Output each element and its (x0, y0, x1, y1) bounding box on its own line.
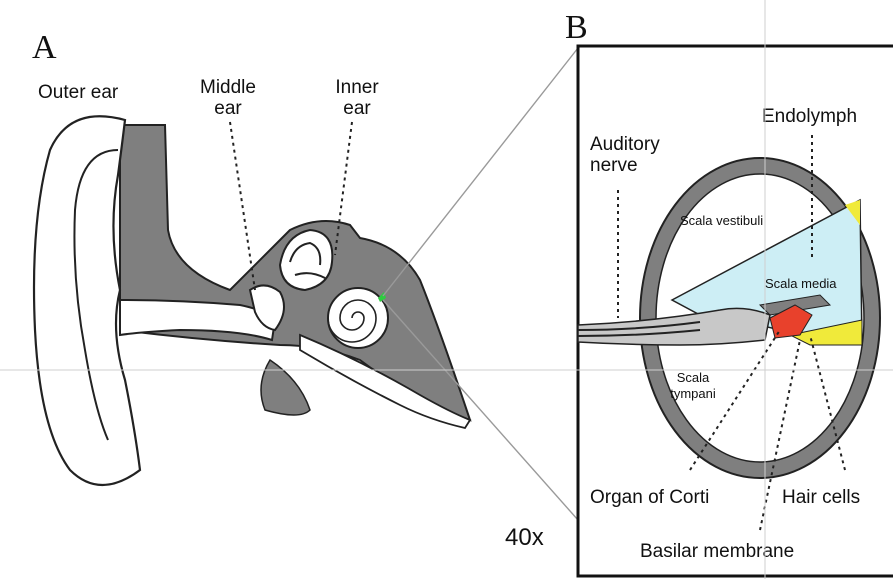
magnification-label: 40x (505, 524, 544, 551)
middle-ear-label-2: ear (214, 98, 242, 119)
auditory-nerve-label-2: nerve (590, 155, 638, 176)
middle-ear-label-1: Middle (200, 77, 256, 98)
basilar-membrane-label: Basilar membrane (640, 541, 794, 562)
scala-tympani-label-1: Scala (677, 370, 710, 385)
panel-b-label: B (565, 9, 588, 46)
cochlear-cross-section (578, 158, 880, 478)
scala-tympani-label-2: tympani (670, 386, 716, 401)
inner-ear-label-1: Inner (335, 77, 379, 98)
panel-a-label: A (32, 29, 57, 66)
inner-ear-label-2: ear (343, 98, 371, 119)
scala-media-label: Scala media (765, 276, 837, 291)
auditory-nerve-label-1: Auditory (590, 134, 660, 155)
panel-a-ear (34, 116, 470, 485)
outer-ear-label: Outer ear (38, 82, 119, 103)
zoom-line-top (383, 48, 578, 296)
scala-vestibuli-label: Scala vestibuli (680, 213, 763, 228)
lower-tissue (261, 360, 310, 415)
organ-of-corti-label: Organ of Corti (590, 487, 709, 508)
hair-cells-label: Hair cells (782, 487, 860, 508)
middle-ear-leader (230, 122, 255, 290)
endolymph-label: Endolymph (762, 106, 857, 127)
